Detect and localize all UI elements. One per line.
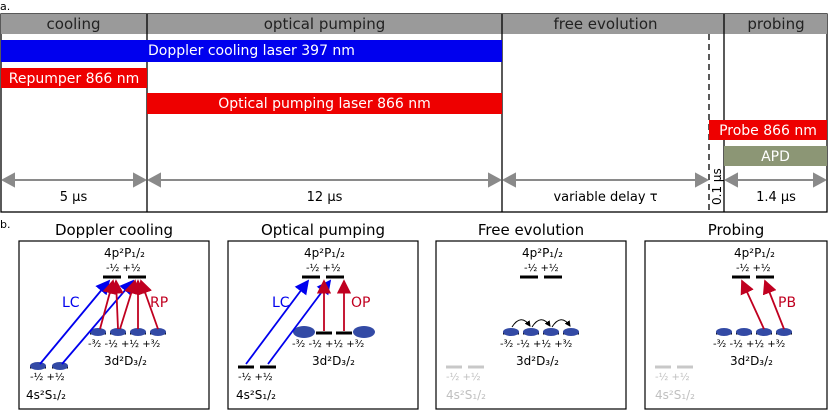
panel-a-label: a. bbox=[0, 0, 11, 13]
gap-duration-label: 0.1 µs bbox=[710, 168, 724, 205]
box3-title: Free evolution bbox=[477, 221, 585, 239]
box1-levels bbox=[30, 275, 166, 370]
phase-probing: probing bbox=[747, 15, 805, 33]
phase-optical-pumping: optical pumping bbox=[263, 15, 386, 33]
box1-d-subs: -³⁄₂ -½ +½ +³⁄₂ bbox=[88, 339, 161, 350]
box1-p-sub: -½ +½ bbox=[106, 263, 141, 274]
doppler-pulse bbox=[1, 40, 502, 62]
box3-levels bbox=[446, 275, 579, 369]
box1-d-level: 3d²D₃/₂ bbox=[104, 354, 147, 368]
duration-cooling: 5 µs bbox=[59, 190, 88, 205]
box2-op-label: OP bbox=[351, 295, 371, 311]
box2-s-level: 4s²S₁/₂ bbox=[236, 388, 276, 402]
box2-p-level: 4p²P₁/₂ bbox=[304, 246, 345, 260]
box2-arrows bbox=[245, 279, 352, 365]
probe-label: Probe 866 nm bbox=[719, 123, 817, 139]
box4-p-level: 4p²P₁/₂ bbox=[734, 246, 775, 260]
repumper-pulse bbox=[1, 68, 147, 88]
level-diagrams bbox=[18, 240, 828, 410]
box3-s-level: 4s²S₁/₂ bbox=[446, 388, 486, 402]
apd-pulse bbox=[724, 146, 827, 166]
box3-p-level: 4p²P₁/₂ bbox=[522, 246, 563, 260]
box4-arrows bbox=[740, 279, 785, 330]
box-doppler bbox=[18, 240, 210, 410]
duration-probing: 1.4 µs bbox=[756, 190, 796, 205]
box2-lc-label: LC bbox=[272, 295, 290, 311]
panel-b-label: b. bbox=[0, 218, 11, 231]
box4-p-sub: -½ +½ bbox=[736, 263, 771, 274]
box1-rp-label: RP bbox=[150, 295, 169, 311]
box1-s-level: 4s²S₁/₂ bbox=[26, 388, 66, 402]
optical-pumping-label: Optical pumping laser 866 nm bbox=[218, 96, 431, 112]
box4-s-level: 4s²S₁/₂ bbox=[655, 388, 695, 402]
box2-levels bbox=[238, 275, 375, 369]
timing-diagram: 0.1 µs bbox=[0, 13, 828, 213]
box1-s-subs: -½ +½ bbox=[30, 372, 65, 383]
box-free bbox=[435, 240, 627, 410]
duration-free-evolution: variable delay τ bbox=[553, 190, 658, 205]
box4-s-subs: -½ +½ bbox=[655, 372, 690, 383]
box1-arrows bbox=[39, 279, 159, 365]
box3-coherence-arrows bbox=[511, 319, 571, 328]
box4-d-subs: -³⁄₂ -½ +½ +³⁄₂ bbox=[713, 339, 786, 350]
box4-levels bbox=[655, 275, 792, 369]
box-probing bbox=[644, 240, 828, 410]
box3-d-level: 3d²D₃/₂ bbox=[516, 354, 559, 368]
box4-title: Probing bbox=[707, 221, 765, 239]
box2-s-subs: -½ +½ bbox=[238, 372, 273, 383]
apd-label: APD bbox=[761, 149, 790, 165]
box2-p-sub: -½ +½ bbox=[306, 263, 341, 274]
duration-arrows bbox=[0, 172, 828, 188]
phase-free-evolution: free evolution bbox=[553, 15, 658, 33]
box2-title: Optical pumping bbox=[260, 221, 386, 239]
phase-header-band bbox=[1, 14, 827, 34]
optical-pumping-pulse bbox=[147, 93, 502, 114]
phase-cooling: cooling bbox=[46, 15, 101, 33]
box3-d-subs: -³⁄₂ -½ +½ +³⁄₂ bbox=[500, 339, 573, 350]
box3-p-sub: -½ +½ bbox=[524, 263, 559, 274]
box1-title: Doppler cooling bbox=[54, 221, 174, 239]
box1-p-level: 4p²P₁/₂ bbox=[104, 246, 145, 260]
duration-pumping: 12 µs bbox=[306, 190, 343, 205]
box4-pb-label: PB bbox=[778, 295, 797, 311]
repumper-label: Repumper 866 nm bbox=[8, 71, 140, 87]
doppler-label: Doppler cooling laser 397 nm bbox=[148, 43, 355, 59]
box3-s-subs: -½ +½ bbox=[446, 372, 481, 383]
probe-pulse bbox=[709, 120, 827, 140]
box1-lc-label: LC bbox=[62, 295, 80, 311]
box-pumping bbox=[227, 240, 419, 410]
box2-d-level: 3d²D₃/₂ bbox=[312, 354, 355, 368]
box4-d-level: 3d²D₃/₂ bbox=[730, 354, 773, 368]
box2-d-subs: -³⁄₂ -½ +½ +³⁄₂ bbox=[292, 339, 365, 350]
